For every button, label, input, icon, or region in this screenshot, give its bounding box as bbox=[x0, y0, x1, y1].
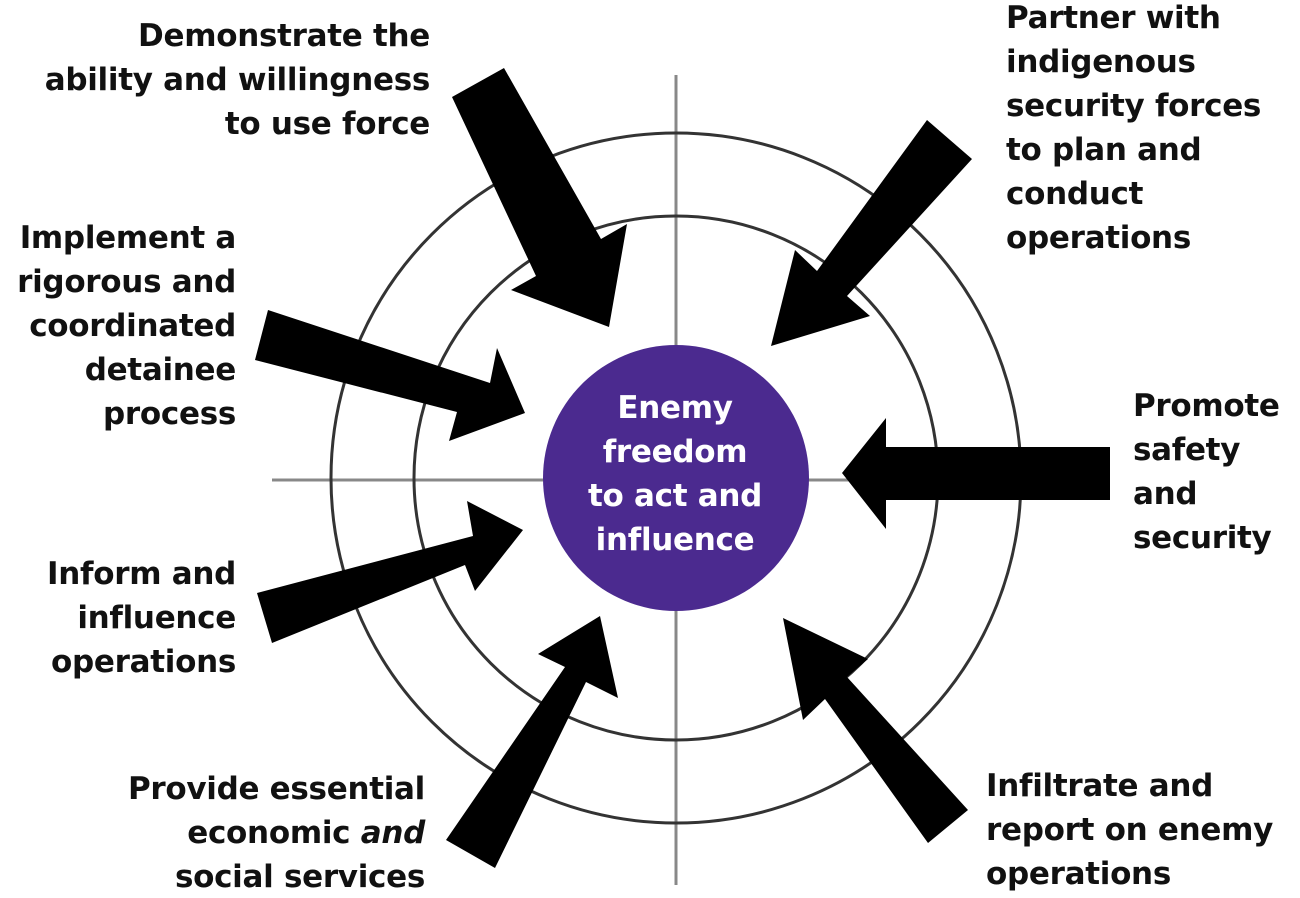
label-implement-line: coordinated bbox=[29, 308, 236, 344]
label-promote-line: Promote bbox=[1133, 388, 1280, 424]
label-implement-line: detainee bbox=[84, 352, 237, 388]
label-provide-line: Provide essential bbox=[127, 771, 425, 807]
label-provide-line: social services bbox=[174, 859, 425, 895]
label-inform-line: influence bbox=[77, 600, 236, 636]
label-infiltrate-line: Infiltrate and bbox=[986, 768, 1213, 804]
label-promote-line: security bbox=[1133, 520, 1272, 556]
label-implement-line: rigorous and bbox=[17, 264, 236, 300]
label-implement-line: process bbox=[103, 396, 236, 432]
label-infiltrate-line: operations bbox=[986, 856, 1171, 892]
label-inform: Inform and influence operations bbox=[0, 552, 236, 684]
arrow-partner bbox=[771, 120, 972, 346]
center-label-line: Enemy bbox=[617, 390, 733, 426]
arrow-provide bbox=[446, 616, 618, 868]
label-partner-line: security forces bbox=[1006, 88, 1262, 124]
arrow-inform bbox=[257, 501, 523, 643]
label-provide-and-italic: and bbox=[360, 815, 426, 851]
label-promote-line: safety bbox=[1133, 432, 1241, 468]
arrow-demonstrate bbox=[452, 68, 627, 327]
arrow-promote bbox=[842, 418, 1110, 529]
label-provide-line: economic and bbox=[60, 811, 425, 855]
center-label-line: freedom bbox=[602, 434, 748, 470]
label-implement-line: Implement a bbox=[19, 220, 237, 256]
label-infiltrate-line: report on enemy bbox=[986, 812, 1273, 848]
label-inform-line: Inform and bbox=[47, 556, 236, 592]
center-label: Enemy freedom to act and influence bbox=[545, 386, 805, 562]
label-inform-line: operations bbox=[51, 644, 236, 680]
label-partner-line: conduct bbox=[1006, 176, 1144, 212]
label-infiltrate: Infiltrate and report on enemy operation… bbox=[986, 764, 1300, 896]
label-promote-line: and bbox=[1133, 476, 1198, 512]
label-demonstrate-line: Demonstrate the bbox=[138, 18, 430, 54]
label-provide: Provide essential economic and social se… bbox=[60, 767, 425, 898]
label-provide-economic: economic bbox=[187, 815, 361, 851]
arrow-infiltrate bbox=[783, 618, 968, 843]
label-partner-line: to plan and bbox=[1006, 132, 1202, 168]
label-implement: Implement a rigorous and coordinated det… bbox=[0, 216, 236, 436]
label-demonstrate-line: to use force bbox=[224, 106, 430, 142]
arrow-implement bbox=[255, 310, 525, 441]
label-demonstrate-line: ability and willingness bbox=[44, 62, 431, 98]
center-label-line: influence bbox=[595, 522, 755, 558]
center-circle bbox=[543, 345, 809, 611]
label-partner-line: operations bbox=[1006, 220, 1191, 256]
label-demonstrate: Demonstrate the ability and willingness … bbox=[0, 14, 431, 146]
center-label-line: to act and bbox=[588, 478, 762, 514]
label-partner: Partner with indigenous security forces … bbox=[1006, 0, 1300, 260]
label-promote: Promote safety and security bbox=[1133, 384, 1300, 560]
label-partner-line: indigenous bbox=[1006, 44, 1196, 80]
label-partner-line: Partner with bbox=[1006, 0, 1221, 36]
